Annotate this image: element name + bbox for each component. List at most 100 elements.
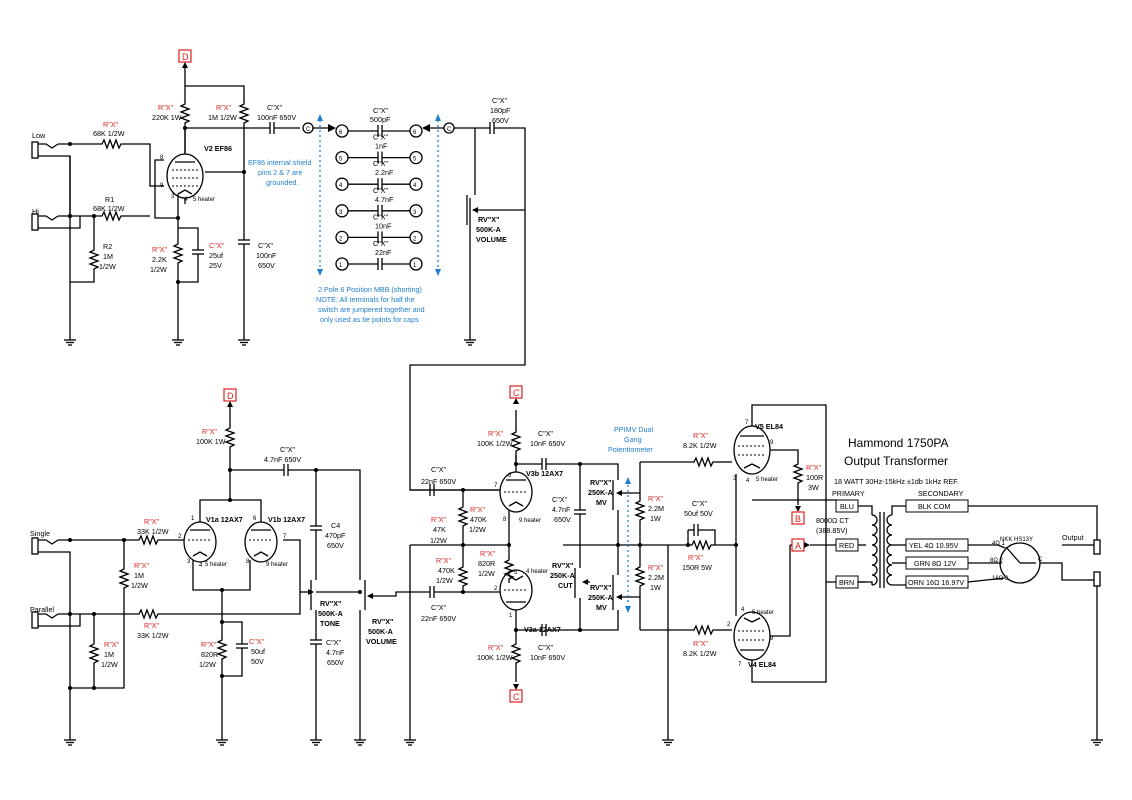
svg-text:RV"X": RV"X" [478, 215, 499, 224]
svg-text:RED: RED [839, 541, 854, 550]
svg-text:C: C [513, 388, 520, 398]
svg-text:C"X": C"X" [492, 96, 508, 105]
svg-text:R"X": R"X" [103, 120, 119, 129]
svg-text:R"X": R"X" [648, 563, 664, 572]
svg-text:(388.85V): (388.85V) [816, 526, 848, 535]
switch-position-label: 3 [339, 210, 343, 216]
svg-text:500K-A: 500K-A [476, 225, 501, 234]
switch-cap-label: C"X" [373, 106, 389, 115]
svg-text:1: 1 [509, 613, 513, 619]
svg-text:7: 7 [283, 534, 287, 540]
svg-text:C"X": C"X" [258, 241, 274, 250]
svg-text:C"X": C"X" [538, 643, 554, 652]
svg-text:8: 8 [246, 559, 250, 565]
svg-text:VOLUME: VOLUME [366, 637, 397, 646]
svg-text:470K: 470K [470, 515, 487, 524]
tag-d-top: D [178, 49, 192, 68]
svg-text:10nF 650V: 10nF 650V [530, 439, 565, 448]
svg-text:1/2W: 1/2W [150, 265, 167, 274]
svg-text:PRIMARY: PRIMARY [832, 489, 865, 498]
svg-text:C"X": C"X" [249, 637, 265, 646]
svg-text:7: 7 [745, 420, 749, 426]
svg-text:33K 1/2W: 33K 1/2W [137, 527, 169, 536]
svg-text:8.2K 1/2W: 8.2K 1/2W [683, 441, 717, 450]
svg-text:3: 3 [187, 559, 191, 565]
svg-text:820R: 820R [201, 650, 218, 659]
svg-text:NKK HS13Y: NKK HS13Y [1000, 537, 1033, 543]
svg-text:switch are jumpered together a: switch are jumpered together and [318, 305, 425, 314]
svg-text:2.2M: 2.2M [648, 573, 664, 582]
svg-text:1/2W: 1/2W [478, 569, 495, 578]
svg-text:18 WATT 30Hz-15kHz ±1db 1kHz R: 18 WATT 30Hz-15kHz ±1db 1kHz REF. [834, 477, 959, 486]
svg-text:R"X": R"X" [436, 556, 452, 565]
svg-text:R"X": R"X" [806, 463, 822, 472]
svg-text:7: 7 [738, 662, 742, 668]
svg-text:9: 9 [160, 183, 164, 189]
svg-text:R"X": R"X" [693, 639, 709, 648]
switch-position-label: 4 [413, 183, 417, 189]
svg-text:1/2W: 1/2W [430, 536, 447, 545]
output-jack: Output [1062, 533, 1101, 587]
svg-text:180pF: 180pF [490, 106, 511, 115]
svg-text:V4 EL84: V4 EL84 [748, 660, 776, 669]
svg-text:TONE: TONE [320, 619, 340, 628]
svg-text:CUT: CUT [558, 581, 573, 590]
svg-text:3: 3 [171, 194, 175, 200]
svg-text:D: D [227, 391, 234, 401]
svg-text:8.2K 1/2W: 8.2K 1/2W [683, 649, 717, 658]
svg-text:C: C [447, 127, 452, 133]
svg-text:7: 7 [494, 483, 498, 489]
svg-text:4: 4 [741, 607, 745, 613]
svg-text:9 heater: 9 heater [519, 518, 541, 524]
svg-text:grounded.: grounded. [266, 178, 298, 187]
svg-text:5 heater: 5 heater [205, 562, 227, 568]
svg-text:470K: 470K [438, 566, 455, 575]
svg-text:GRN 8Ω 12V: GRN 8Ω 12V [914, 559, 956, 568]
svg-text:500K-A: 500K-A [318, 609, 343, 618]
svg-text:B: B [795, 514, 801, 524]
svg-text:YEL 4Ω 10.95V: YEL 4Ω 10.95V [909, 541, 959, 550]
v4-el84-tube: V4 EL84 [733, 611, 776, 669]
svg-text:R"X": R"X" [431, 515, 447, 524]
switch-cap-value: 10nF [375, 221, 392, 230]
switch-cap-value: 2.2nF [375, 168, 394, 177]
svg-text:2: 2 [178, 534, 182, 540]
svg-text:BRN: BRN [839, 578, 854, 587]
svg-text:8: 8 [160, 155, 164, 161]
svg-text:250K-A: 250K-A [588, 593, 613, 602]
svg-text:470pF: 470pF [325, 531, 346, 540]
svg-text:5 heater: 5 heater [756, 477, 778, 483]
svg-text:9 heater: 9 heater [266, 562, 288, 568]
svg-text:8000Ω CT: 8000Ω CT [816, 516, 850, 525]
svg-text:1: 1 [191, 516, 195, 522]
svg-text:SECONDARY: SECONDARY [918, 489, 964, 498]
svg-text:C"X": C"X" [538, 429, 554, 438]
switch-position-label: 6 [413, 130, 417, 136]
svg-text:650V: 650V [327, 541, 344, 550]
svg-text:6: 6 [508, 473, 512, 479]
single-input-label: Single [30, 529, 50, 538]
switch-cap-label: C"X" [373, 186, 389, 195]
v2-ef86-tube: V2 EF86 5 heater 8 9 3 4 [160, 144, 232, 203]
svg-text:V1b 12AX7: V1b 12AX7 [268, 515, 305, 524]
svg-text:22nF 650V: 22nF 650V [421, 614, 456, 623]
switch-cap-label: C"X" [373, 239, 389, 248]
svg-text:C"X": C"X" [326, 638, 342, 647]
svg-text:4 heater: 4 heater [526, 569, 548, 575]
svg-text:C"X": C"X" [267, 103, 283, 112]
svg-text:R"X": R"X" [488, 429, 504, 438]
svg-text:NOTE: All terminals for half: NOTE: All terminals for half the [316, 295, 415, 304]
svg-text:1/2W: 1/2W [199, 660, 216, 669]
switch-position-label: 4 [339, 183, 343, 189]
svg-text:650V: 650V [492, 116, 509, 125]
svg-text:4Ω 1: 4Ω 1 [992, 541, 1005, 547]
svg-text:650V: 650V [327, 658, 344, 667]
switch-position-label: 2 [413, 236, 417, 242]
svg-text:RV"X": RV"X" [320, 599, 341, 608]
switch-position-label: 3 [413, 210, 417, 216]
switch-position-label: 6 [339, 130, 343, 136]
svg-text:R"X": R"X" [480, 549, 496, 558]
svg-text:V5 EL84: V5 EL84 [755, 422, 783, 431]
